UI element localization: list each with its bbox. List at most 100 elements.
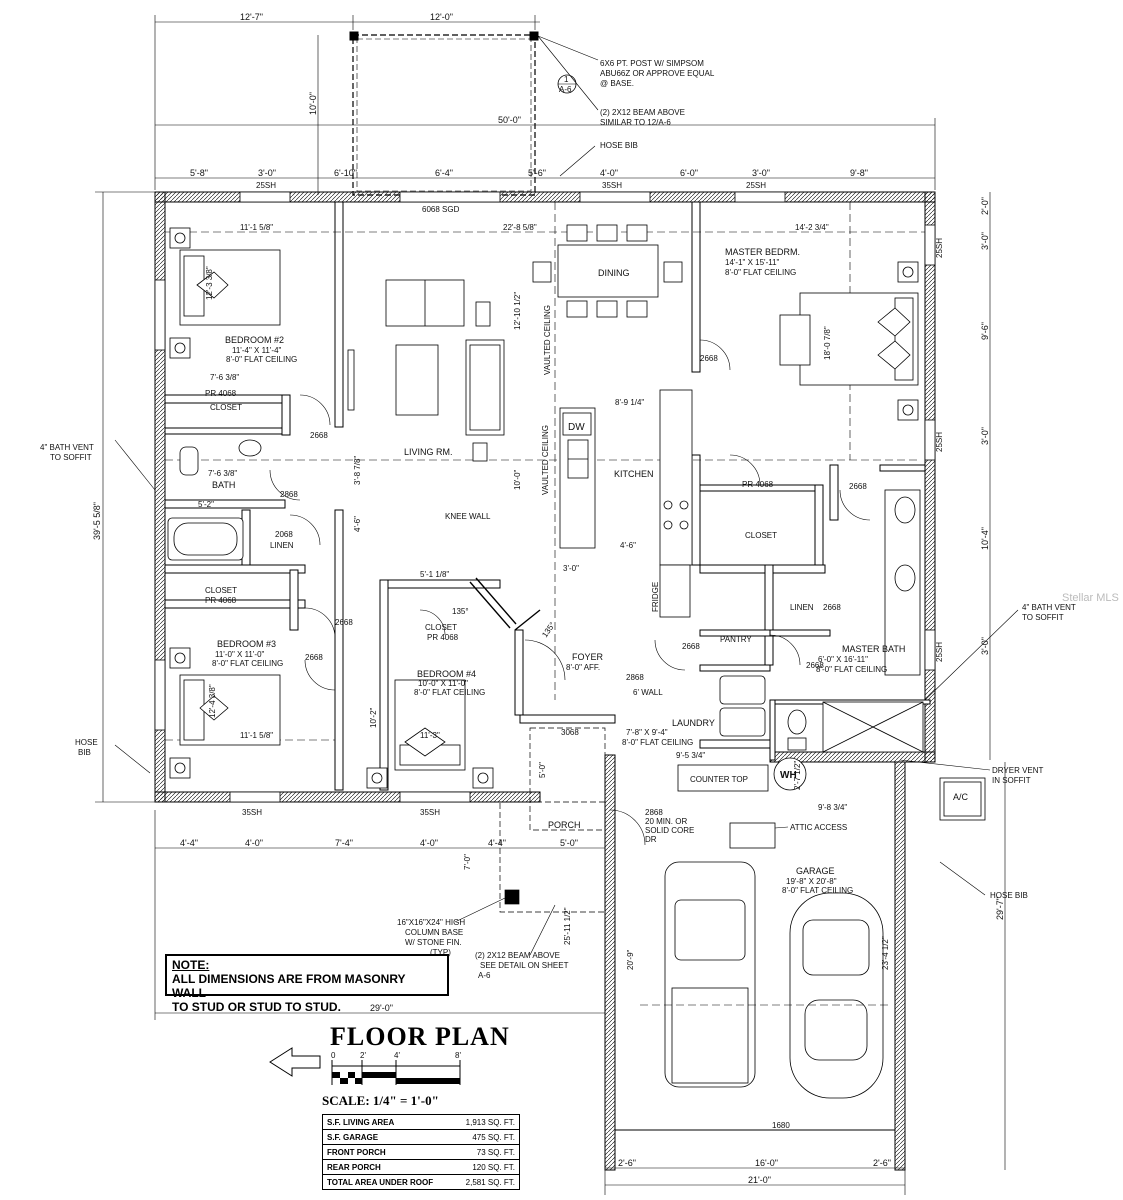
scale-text: SCALE: 1/4" = 1'-0" (322, 1093, 439, 1108)
dim-953: 9'-5 3/4" (676, 751, 705, 760)
dim-overall-right: 21'-0" (748, 1175, 771, 1185)
door-2668-a: 2668 (310, 431, 328, 440)
dim-b4h: 10'-2" (369, 707, 378, 728)
dim-bot1: 4'-4" (180, 838, 198, 848)
area-value: 120 SQ. FT. (472, 1162, 515, 1172)
bedroom3-closet-door: PR 4068 (205, 596, 237, 605)
angle-135-b: 135° (540, 620, 557, 639)
dim-bot6: 5'-0" (560, 838, 578, 848)
dim-bot5: 4'-4" (488, 838, 506, 848)
area-label: TOTAL AREA UNDER ROOF (327, 1177, 434, 1187)
bedroom4-closet: CLOSET (425, 623, 457, 632)
dim-liv-h: 12'-10 1/2" (513, 292, 522, 330)
vaulted-ceiling-1: VAULTED CEILING (543, 305, 552, 375)
bedroom4-closet-door: PR 4068 (427, 633, 459, 642)
dining-name: DINING (598, 268, 630, 278)
bedroom2-size: 11'-4" X 11'-4" (232, 346, 282, 355)
master-closet: CLOSET (745, 531, 777, 540)
dim-seg1: 5'-8" (190, 168, 208, 178)
beam-note-2: SIMILAR TO 12/A-6 (600, 118, 671, 127)
fridge-label: FRIDGE (651, 582, 660, 612)
dim-kit-h: 10'-0" (513, 469, 522, 490)
laundry-name: LAUNDRY (672, 718, 715, 728)
bath-name: BATH (212, 480, 235, 490)
dim-top-left: 12'-7" (240, 12, 263, 22)
counter-top-label: COUNTER TOP (690, 775, 748, 784)
window-35sh-b2: 35SH (420, 808, 440, 817)
dim-seg9: 9'-8" (850, 168, 868, 178)
dim-g-l: 20'-9" (626, 949, 635, 970)
dining-table (532, 224, 683, 318)
bath-fixtures (167, 439, 924, 753)
area-row-total: TOTAL AREA UNDER ROOF 2,581 SQ. FT. (323, 1175, 519, 1189)
garage-name: GARAGE (796, 866, 835, 876)
knee-wall-label: KNEE WALL (445, 512, 491, 521)
bedroom2-ceiling: 8'-0" FLAT CEILING (226, 355, 297, 364)
dim-overall-width: 50'-0" (498, 115, 521, 125)
six-wall-label: 6' WALL (633, 688, 663, 697)
scale-tick-4: 4' (394, 1051, 400, 1060)
dim-r4: 3'-0" (980, 427, 990, 445)
dim-seg3: 6'-10" (334, 168, 357, 178)
foyer-ceiling: 8'-0" AFF. (566, 663, 600, 672)
column-note-4: (TYP) (430, 948, 451, 957)
door-2868-a: 2868 (280, 490, 298, 499)
window-25sh-r2: 25SH (935, 432, 944, 452)
laundry-appliances (677, 675, 986, 821)
door-2868-b: 2868 (626, 673, 644, 682)
kitchen-name: KITCHEN (614, 469, 654, 479)
hose-bib-left-2: BIB (78, 748, 91, 757)
vaulted-ceiling-2: VAULTED CEILING (541, 425, 550, 495)
door-2668-c: 2668 (305, 653, 323, 662)
dim-bot4: 4'-0" (420, 838, 438, 848)
post-note-1: 6X6 PT. POST W/ SIMPSOM (600, 59, 704, 68)
dim-b3h: 12'-4 3/8" (208, 684, 217, 718)
window-25sh-r3: 25SH (935, 642, 944, 662)
garage-door-2: 20 MIN. OR (645, 817, 687, 826)
garage-door-size: 1680 (772, 1121, 790, 1130)
dim-g1: 2'-6" (618, 1158, 636, 1168)
dryer-vent-2: IN SOFFIT (992, 776, 1031, 785)
column-note-3: W/ STONE FIN. (405, 938, 462, 947)
column-note-2: COLUMN BASE (405, 928, 463, 937)
dim-2712: 2'-7 1/2" (793, 761, 802, 790)
dim-b2w: 11'-1 5/8" (240, 223, 273, 232)
bedroom2-name: BEDROOM #2 (225, 335, 284, 345)
living-name: LIVING RM. (404, 447, 453, 457)
area-row-living: S.F. LIVING AREA 1,913 SQ. FT. (323, 1115, 519, 1130)
section-number: 1 (564, 75, 569, 84)
bedroom3-ceiling: 8'-0" FLAT CEILING (212, 659, 283, 668)
dim-porch-d: 7'-0" (463, 854, 472, 870)
dim-seg6: 4'-0" (600, 168, 618, 178)
door-3068: 3068 (561, 728, 579, 737)
attic-access-label: ATTIC ACCESS (790, 823, 847, 832)
dim-30: 3'-0" (563, 564, 579, 573)
garage-door-4: DR (645, 835, 657, 844)
door-2668-d: 2668 (700, 354, 718, 363)
dim-r3: 9'-6" (980, 322, 990, 340)
dim-b4w: 11'-3" (420, 731, 440, 740)
post-note-2: ABU66Z OR APPROVE EQUAL (600, 69, 715, 78)
watermark: Stellar MLS (1062, 592, 1119, 604)
dim-r1: 2'-0" (980, 197, 990, 215)
kitchen-counters (559, 389, 693, 618)
dim-45: 4'-6" (620, 541, 636, 550)
area-row-garage: S.F. GARAGE 475 SQ. FT. (323, 1130, 519, 1145)
living-furniture (347, 279, 505, 462)
hose-bib-top: HOSE BIB (600, 141, 638, 150)
dim-g3: 2'-6" (873, 1158, 891, 1168)
ac-unit-label: A/C (953, 792, 969, 802)
beam-porch-1: (2) 2X12 BEAM ABOVE (475, 951, 560, 960)
dim-seg8: 3'-0" (752, 168, 770, 178)
area-label: REAR PORCH (327, 1162, 381, 1172)
master-bath-size: 6'-0" X 16'-11" (818, 655, 868, 664)
scale-bar: 0 2' 4' 8' (331, 1051, 461, 1085)
dim-liv: 22'-8 5/8" (503, 223, 537, 232)
master-ceiling: 8'-0" FLAT CEILING (725, 268, 796, 277)
dim-52: 5'-2" (198, 500, 214, 509)
dimension-note: NOTE: ALL DIMENSIONS ARE FROM MASONRY WA… (165, 954, 449, 1014)
room-labels: BEDROOM #2 11'-4" X 11'-4" 8'-0" FLAT CE… (198, 205, 905, 895)
dim-5118: 5'-1 1/8" (420, 570, 449, 579)
bottom-dimensions (154, 810, 906, 1195)
